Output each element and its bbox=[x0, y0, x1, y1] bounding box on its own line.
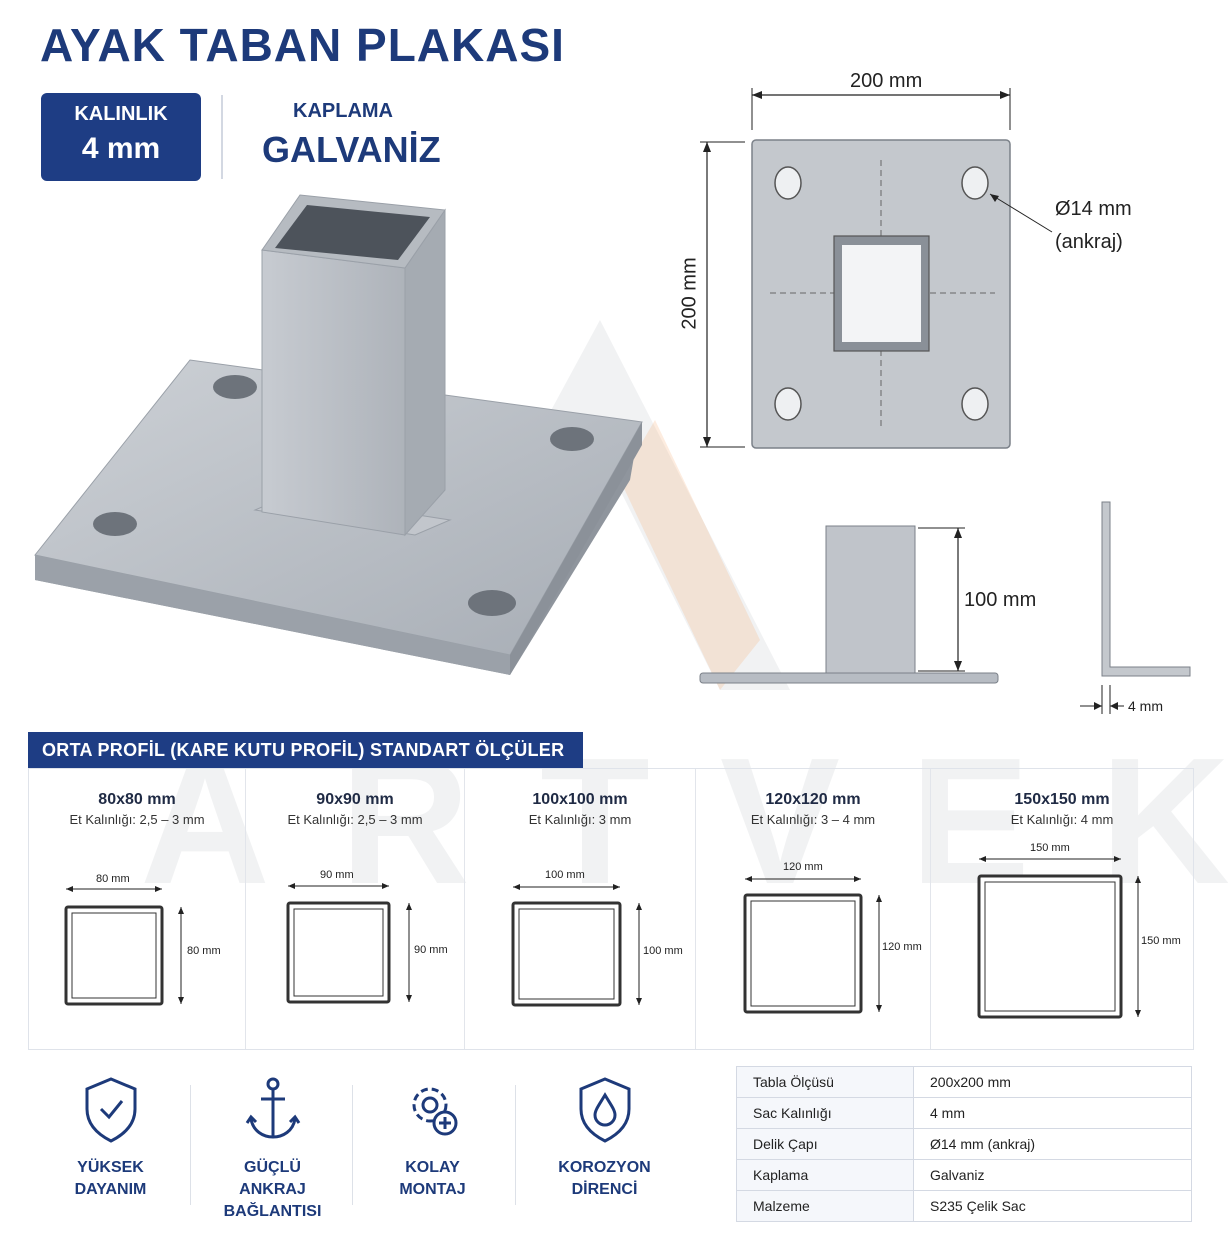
spec-value: Ø14 mm (ankraj) bbox=[913, 1128, 1192, 1160]
hole-note: (ankraj) bbox=[1055, 231, 1123, 253]
coating-block: KAPLAMA GALVANİZ bbox=[262, 100, 441, 171]
spec-value: 4 mm bbox=[913, 1097, 1192, 1129]
profile-wall: Et Kalınlığı: 2,5 – 3 mm bbox=[287, 812, 423, 827]
thickness-badge: KALINLIK 4 mm bbox=[41, 93, 201, 181]
profile-wall: Et Kalınlığı: 3 mm bbox=[528, 812, 632, 827]
page-title: AYAK TABAN PLAKASI bbox=[40, 19, 565, 71]
shield-check-icon bbox=[85, 1077, 136, 1143]
profile-name: 80x80 mm bbox=[98, 791, 176, 808]
profile-height: 80 mm bbox=[187, 945, 221, 957]
spec-key: Kaplama bbox=[736, 1159, 914, 1191]
profile-card-100: 100x100 mm Et Kalınlığı: 3 mm 100 mm 100… bbox=[465, 769, 696, 1049]
feature-label-2: ANKRAJ bbox=[239, 1181, 306, 1198]
spec-value: S235 Çelik Sac bbox=[913, 1190, 1192, 1222]
technical-drawing bbox=[699, 88, 1191, 714]
spec-key: Sac Kalınlığı bbox=[736, 1097, 914, 1129]
badge-divider bbox=[221, 95, 223, 179]
profile-wall: Et Kalınlığı: 2,5 – 3 mm bbox=[69, 812, 205, 827]
profile-drawing bbox=[977, 856, 1141, 1019]
hole-label: Ø14 mm bbox=[1055, 198, 1132, 220]
spec-key: Malzeme bbox=[736, 1190, 914, 1222]
feature-divider bbox=[190, 1085, 191, 1205]
top-height-label: 200 mm bbox=[678, 257, 701, 330]
spec-value: 200x200 mm bbox=[913, 1066, 1192, 1098]
feature-label-2: DAYANIM bbox=[74, 1181, 147, 1198]
profile-drawing bbox=[511, 884, 642, 1007]
thickness-label: KALINLIK bbox=[74, 103, 168, 125]
profile-card-150: 150x150 mm Et Kalınlığı: 4 mm 150 mm 150… bbox=[931, 769, 1193, 1049]
feature-label-3: BAĞLANTISI bbox=[223, 1203, 322, 1220]
profiles-heading: ORTA PROFİL (KARE KUTU PROFİL) STANDART … bbox=[28, 732, 583, 769]
feature-divider bbox=[352, 1085, 353, 1205]
profile-name: 150x150 mm bbox=[1014, 791, 1110, 808]
feature-label-1: KOROZYON bbox=[558, 1159, 651, 1176]
feature-label-2: MONTAJ bbox=[399, 1181, 466, 1198]
gear-plus-icon bbox=[412, 1087, 457, 1136]
feature-label-1: GÜÇLÜ bbox=[244, 1159, 301, 1176]
profile-width: 100 mm bbox=[545, 869, 585, 881]
profile-name: 100x100 mm bbox=[532, 791, 628, 808]
anchor-icon bbox=[245, 1077, 300, 1139]
feature-label-2: DİRENCİ bbox=[571, 1181, 638, 1198]
profile-wall: Et Kalınlığı: 3 – 4 mm bbox=[750, 812, 876, 827]
spec-key: Tabla Ölçüsü bbox=[736, 1066, 914, 1098]
profile-drawing bbox=[286, 883, 412, 1004]
profiles-panel: 80x80 mm Et Kalınlığı: 2,5 – 3 mm 80 mm … bbox=[28, 768, 1194, 1050]
coating-label: KAPLAMA bbox=[293, 100, 393, 122]
side-thickness-label: 4 mm bbox=[1128, 698, 1163, 714]
profile-card-120: 120x120 mm Et Kalınlığı: 3 – 4 mm 120 mm… bbox=[696, 769, 931, 1049]
profile-height: 120 mm bbox=[882, 941, 922, 953]
profile-wall: Et Kalınlığı: 4 mm bbox=[1010, 812, 1114, 827]
profile-height: 90 mm bbox=[414, 944, 448, 956]
shield-drop-icon bbox=[579, 1077, 630, 1143]
feature-divider bbox=[515, 1085, 516, 1205]
spec-key: Delik Çapı bbox=[736, 1128, 914, 1160]
profile-height: 100 mm bbox=[643, 945, 683, 957]
profile-width: 150 mm bbox=[1030, 842, 1070, 854]
side-height-label: 100 mm bbox=[964, 589, 1037, 611]
feature-label-1: KOLAY bbox=[405, 1159, 460, 1176]
profile-width: 90 mm bbox=[320, 869, 354, 881]
profile-card-90: 90x90 mm Et Kalınlığı: 2,5 – 3 mm 90 mm … bbox=[246, 769, 465, 1049]
profile-name: 120x120 mm bbox=[765, 791, 861, 808]
thickness-value: 4 mm bbox=[81, 132, 161, 165]
profile-height: 150 mm bbox=[1141, 935, 1181, 947]
product-render bbox=[34, 194, 643, 675]
profile-width: 120 mm bbox=[783, 861, 823, 873]
profile-drawing bbox=[743, 876, 882, 1014]
feature-label-1: YÜKSEK bbox=[77, 1159, 144, 1176]
feature-anchor: GÜÇLÜ ANKRAJ BAĞLANTISI bbox=[200, 1075, 345, 1223]
profile-drawing bbox=[64, 886, 184, 1006]
feature-install: KOLAY MONTAJ bbox=[360, 1075, 505, 1201]
profile-card-80: 80x80 mm Et Kalınlığı: 2,5 – 3 mm 80 mm … bbox=[29, 769, 246, 1049]
top-width-label: 200 mm bbox=[850, 70, 923, 92]
feature-strength: YÜKSEK DAYANIM bbox=[38, 1075, 183, 1201]
spec-value: Galvaniz bbox=[913, 1159, 1192, 1191]
coating-value: GALVANİZ bbox=[262, 129, 441, 170]
profile-name: 90x90 mm bbox=[316, 791, 394, 808]
profile-width: 80 mm bbox=[96, 873, 130, 885]
feature-corrosion: KOROZYON DİRENCİ bbox=[532, 1075, 677, 1201]
